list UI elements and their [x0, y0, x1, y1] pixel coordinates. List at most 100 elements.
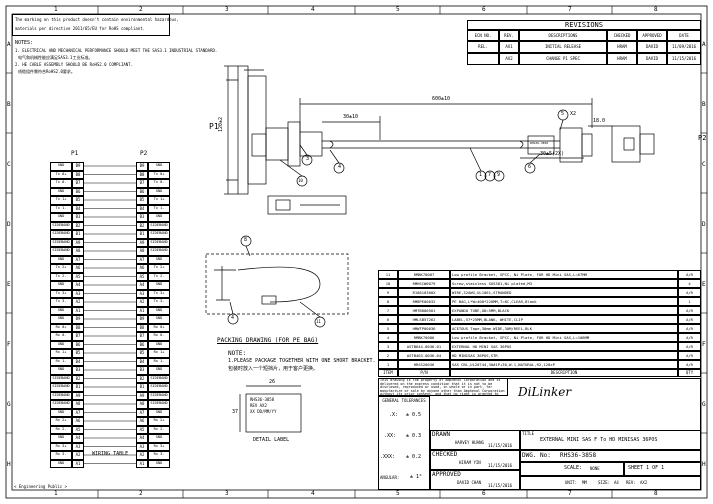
bom-cell [378, 351, 398, 360]
wiring-value: Tx 3- [55, 299, 67, 304]
wiring-value: A9 [139, 392, 145, 398]
wiring-cell [136, 383, 148, 392]
wiring-cell [136, 179, 148, 188]
wiring-cell [50, 323, 72, 332]
wiring-value: A7 [75, 256, 81, 262]
wiring-cell [72, 383, 84, 392]
wiring-value: Tx 3- [153, 299, 165, 304]
wiring-cell [148, 391, 170, 400]
frame-row-h: H [7, 461, 11, 468]
wiring-cell [136, 213, 148, 222]
bom-cell [398, 342, 450, 351]
wiring-cell [136, 306, 148, 315]
bom-value: PE BAG,L*W=400*220MM,T=8C,CLEAR,Blank [452, 298, 537, 304]
wiring-cell [72, 306, 84, 315]
wiring-value: A7 [75, 409, 81, 415]
wiring-cell [72, 230, 84, 239]
wiring-value: SIDEBAND [52, 248, 70, 253]
wiring-value: SIDEBAND [150, 375, 168, 380]
bom-value: Low profile Bracket, SPCC, Ni Plate, FOR… [452, 334, 590, 340]
callout-5: 5 [561, 111, 565, 117]
revisions-value: DAVID [645, 44, 659, 49]
wiring-value: A1 [139, 460, 145, 466]
bom-value: 2 [386, 352, 390, 358]
tol-x-val: ± 0.5 [406, 412, 422, 418]
wiring-value: A4 [75, 435, 81, 441]
wiring-value: SIDEBAND [52, 222, 70, 227]
bom-cell [450, 324, 678, 333]
wiring-cell [72, 417, 84, 426]
wiring-value: GND [57, 435, 65, 440]
wiring-value: A6 [75, 418, 81, 424]
bom-value: ASTB463-0036-04 [406, 352, 442, 358]
logo-text: DiLinker [518, 385, 572, 399]
wiring-value: Rx 1- [153, 358, 165, 363]
wiring-cell [136, 340, 148, 349]
wiring-value: A6 [75, 265, 81, 271]
wiring-cell [72, 332, 84, 341]
wiring-cell [72, 204, 84, 213]
bom-value: Low profile Bracket, SPCC, Ni Plate, FOR… [452, 271, 587, 277]
wiring-cell [148, 400, 170, 409]
wiring-cell [50, 204, 72, 213]
bom-value: A/R [686, 352, 693, 358]
wiring-cell [72, 391, 84, 400]
tol-ang-val: ± 1° [410, 474, 423, 480]
bom-value: A/R [686, 307, 693, 313]
frame-col-8: 8 [654, 6, 658, 13]
wiring-cell [136, 204, 148, 213]
proprietary-text: This drawing is the property of Amphenol… [380, 379, 505, 395]
callout-3: 3 [306, 156, 310, 162]
wiring-cell [50, 306, 72, 315]
wiring-value: SIDEBAND [150, 384, 168, 389]
wiring-value: B1 [139, 384, 145, 390]
wiring-value: A5 [139, 273, 145, 279]
frame-col-6: 6 [482, 6, 486, 13]
wiring-value: A6 [139, 418, 145, 424]
bom-value: HD MINISAS 36POS,STR [452, 352, 498, 358]
scale-value: NONE [590, 466, 600, 471]
bom-cell [378, 270, 398, 279]
cable-label-text: RHS36-3858 [530, 141, 549, 145]
wiring-value: Tx 2- [153, 273, 165, 278]
wiring-value: Tx 2+ [55, 265, 67, 270]
callout-8: 8 [244, 237, 248, 243]
frame-col-5: 5 [396, 6, 400, 13]
bom-cell [398, 351, 450, 360]
scale-label: SCALE: [564, 465, 583, 471]
wiring-cell [148, 315, 170, 324]
dim-120: 120±2 [218, 116, 224, 132]
frame-row-d: D [7, 221, 11, 228]
wiring-cell [50, 230, 72, 239]
wiring-cell [148, 196, 170, 205]
wiring-cell [148, 255, 170, 264]
wiring-value: GND [57, 256, 65, 261]
wiring-cell [72, 298, 84, 307]
wiring-value: SIDEBAND [150, 401, 168, 406]
bom-header: P/N [420, 370, 428, 375]
approved-cell [430, 470, 520, 490]
bom-cell [398, 297, 450, 306]
wiring-value: B6 [75, 341, 81, 347]
bom-value: Screw,stainless SUS301,Ni plated,M3 [452, 280, 533, 286]
wiring-cell [148, 170, 170, 179]
wiring-value: B5 [139, 197, 145, 203]
packing-drawing [205, 235, 349, 328]
revisions-value: HRAM [617, 44, 627, 49]
wiring-value: A3 [75, 290, 81, 296]
frame-col-8-bottom: 8 [654, 490, 658, 497]
wiring-value: Rx 3+ [55, 443, 67, 448]
wiring-cell [136, 315, 148, 324]
frame-col-2-bottom: 2 [139, 490, 143, 497]
wiring-cell [148, 451, 170, 460]
wiring-value: A6 [139, 265, 145, 271]
revisions-header: DESCRIPTIONS [548, 32, 578, 38]
revisions-value: AX1 [505, 44, 513, 49]
wiring-cell [50, 400, 72, 409]
title-label: TITLE [522, 431, 535, 436]
wiring-cell [72, 255, 84, 264]
bom-cell [450, 270, 678, 279]
wiring-value: GND [155, 409, 163, 414]
drawing-title: EXTERNAL MINI SAS F To HD MINISAS 36POS [540, 437, 658, 443]
wiring-cell [72, 459, 84, 468]
